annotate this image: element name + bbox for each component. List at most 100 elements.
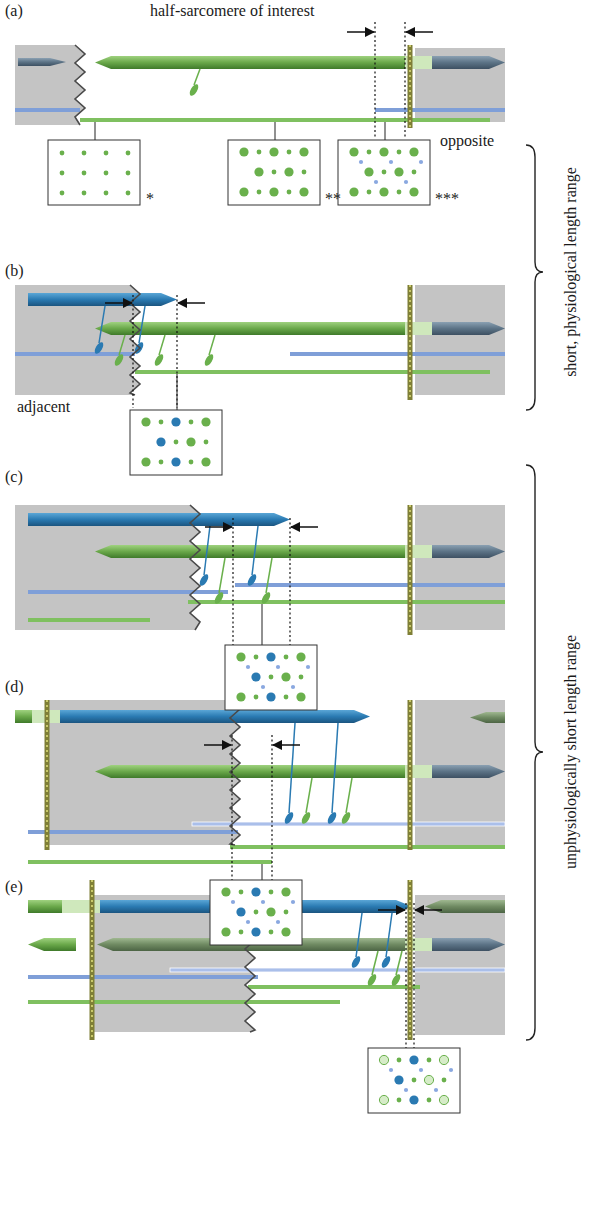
curly-brace <box>526 145 543 410</box>
grey-region <box>415 285 505 395</box>
filament-cross-section <box>397 150 402 155</box>
filament-cross-section <box>239 890 244 895</box>
leader-line <box>262 604 263 645</box>
filament-cross-section <box>374 180 378 184</box>
filament-cross-section <box>104 171 109 176</box>
crossbridge-lever <box>209 335 215 355</box>
filament-cross-section <box>246 920 250 924</box>
filament-cross-section <box>82 151 87 156</box>
filament-cross-section <box>186 437 195 446</box>
leader-line <box>385 122 386 140</box>
filament-cross-section <box>302 170 307 175</box>
range-arrow <box>204 744 231 746</box>
crossbridge-lever <box>99 306 105 343</box>
range-dotted-line <box>405 903 406 1048</box>
thin-filament <box>15 352 135 356</box>
thin-filament <box>80 118 490 122</box>
z-line-texture <box>409 700 411 850</box>
filament-cross-section <box>189 420 194 425</box>
z-line <box>408 880 413 1040</box>
panel-letter: (c) <box>5 468 23 486</box>
range-label: unphysiologically short length range <box>562 635 580 869</box>
filament-cross-section <box>257 190 262 195</box>
filament-cross-section <box>427 1058 432 1063</box>
filament-cross-section <box>141 417 150 426</box>
myosin-head <box>390 973 402 987</box>
thin-filament <box>28 1000 340 1004</box>
inset-frame <box>225 645 317 710</box>
z-lines <box>45 45 413 1040</box>
crossbridge-lever <box>159 335 165 355</box>
filament-cross-section <box>449 1068 453 1072</box>
filament-cross-section <box>299 675 304 680</box>
crossbridge-lever <box>386 913 392 957</box>
filament-cross-section <box>442 1078 447 1083</box>
inset-frame <box>210 880 302 945</box>
filament-cross-section <box>231 900 235 904</box>
filament-cross-section <box>189 460 194 465</box>
thick-filament <box>470 712 505 723</box>
thin-filament <box>15 108 80 112</box>
filament-cross-section <box>284 695 289 700</box>
crossbridge-lever <box>372 951 378 975</box>
thin-filament <box>28 860 272 864</box>
filament-cross-section <box>296 692 305 701</box>
filament-cross-section <box>251 887 260 896</box>
filament-cross-section <box>159 460 164 465</box>
filament-cross-section <box>287 150 292 155</box>
thick-filament <box>28 900 62 913</box>
filament-cross-section <box>409 187 418 196</box>
myosin-head <box>366 973 378 987</box>
filament-cross-section <box>287 190 292 195</box>
thick-filament <box>425 900 505 913</box>
range-dotted-line <box>374 22 375 138</box>
filament-cross-section <box>412 1078 417 1083</box>
crossbridge-lever <box>219 558 225 593</box>
filament-cross-section <box>382 170 387 175</box>
filament-cross-section <box>141 457 150 466</box>
filament-cross-section <box>236 652 245 661</box>
filament-cross-section <box>409 1055 418 1064</box>
thick-filament <box>95 765 405 778</box>
crossbridge-lever <box>266 558 272 593</box>
range-arrow <box>415 909 442 911</box>
crossbridge-lever <box>289 723 295 813</box>
thin-filament <box>375 108 505 112</box>
filament-cross-section <box>284 910 289 915</box>
filament-cross-section <box>236 907 245 916</box>
filament-cross-section <box>204 440 209 445</box>
cross-section-inset <box>225 645 317 710</box>
myosin-head <box>93 341 105 355</box>
crossbridge-lever <box>194 69 200 85</box>
filament-cross-section <box>291 685 295 689</box>
inset-frame <box>48 140 140 205</box>
filament-cross-section <box>104 191 109 196</box>
filament-cross-section <box>266 907 275 916</box>
filament-cross-section <box>261 900 265 904</box>
filament-cross-section <box>239 147 248 156</box>
side-label: opposite <box>440 132 494 150</box>
filament-cross-section <box>269 675 274 680</box>
range-dotted-line <box>271 735 272 880</box>
range-arrow <box>178 302 205 304</box>
filament-cross-section <box>367 190 372 195</box>
grey-region <box>415 895 505 1035</box>
filament-cross-section <box>306 665 310 669</box>
crossbridge-lever <box>119 335 125 355</box>
thick-filament <box>432 765 505 778</box>
filament-cross-section <box>379 147 388 156</box>
filament-cross-section <box>246 665 250 669</box>
range-arrow <box>406 31 433 33</box>
filament-cross-section <box>389 1068 393 1072</box>
range-dotted-line <box>231 735 232 880</box>
myosin-head <box>380 955 392 969</box>
inset-marker: ** <box>325 190 341 208</box>
thin-filaments <box>15 108 505 1004</box>
filament-cross-section <box>296 652 305 661</box>
thick-filament <box>432 938 505 951</box>
thick-filament <box>95 545 405 558</box>
crossbridge-lever <box>252 526 258 575</box>
thin-filament <box>28 975 258 979</box>
